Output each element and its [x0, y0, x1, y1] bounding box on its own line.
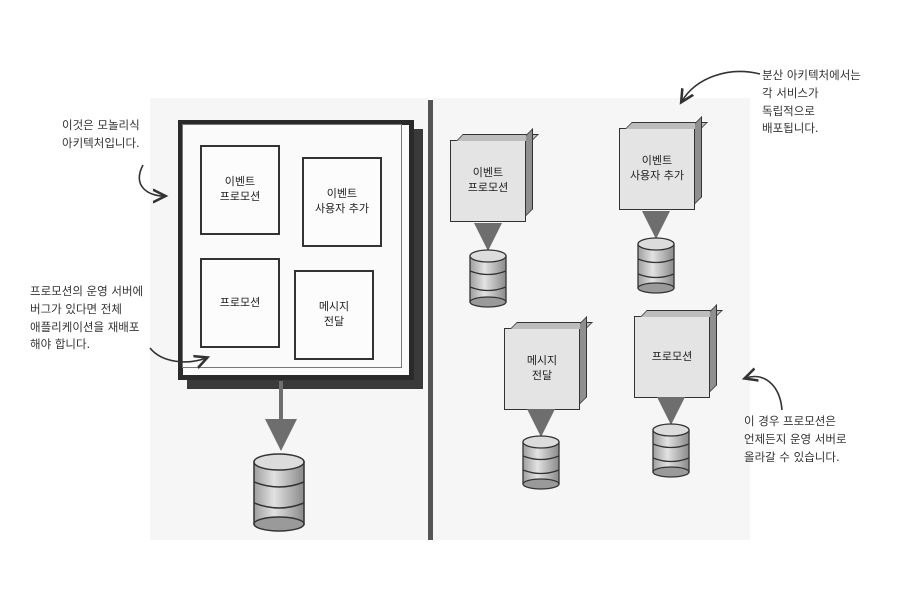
service-message-delivery: 메시지 전달 [504, 328, 580, 410]
service-promotion: 프로모션 [634, 316, 710, 398]
service-database-icon [637, 237, 675, 294]
monolith-box-message-delivery: 메시지 전달 [294, 270, 374, 360]
note-redeploy-entire-app: 프로모션의 운영 서버에 버그가 있다면 전체 애플리케이션을 재배포 해야 합… [30, 284, 144, 352]
monolith-box-event-promotion: 이벤트 프로모션 [200, 145, 280, 235]
pointer-arrow-monolith [138, 164, 164, 196]
monolith-box-promotion: 프로모션 [200, 258, 280, 348]
pointer-arrow-redeploy [149, 347, 206, 362]
service-event-promotion: 이벤트 프로모션 [450, 140, 526, 222]
monolith-database-icon [253, 453, 305, 532]
service-database-icon [652, 423, 690, 478]
pointer-arrow-distributed [682, 70, 761, 101]
service-database-icon [469, 249, 507, 308]
pointer-arrow-promotion [746, 377, 783, 411]
monolith-box-add-event-user: 이벤트 사용자 추가 [302, 157, 382, 247]
note-distributed-architecture: 분산 아키텍처에서는 각 서비스가 독립적으로 배포됩니다. [762, 68, 861, 136]
service-add-event-user: 이벤트 사용자 추가 [619, 128, 695, 210]
service-database-icon [522, 435, 560, 490]
note-promotion-independent-deploy: 이 경우 프로모션은 언제든지 운영 서버로 올라갈 수 있습니다. [744, 414, 847, 464]
note-monolith-architecture: 이것은 모놀리식 아키텍처입니다. [62, 118, 140, 150]
panel-divider [428, 100, 433, 540]
